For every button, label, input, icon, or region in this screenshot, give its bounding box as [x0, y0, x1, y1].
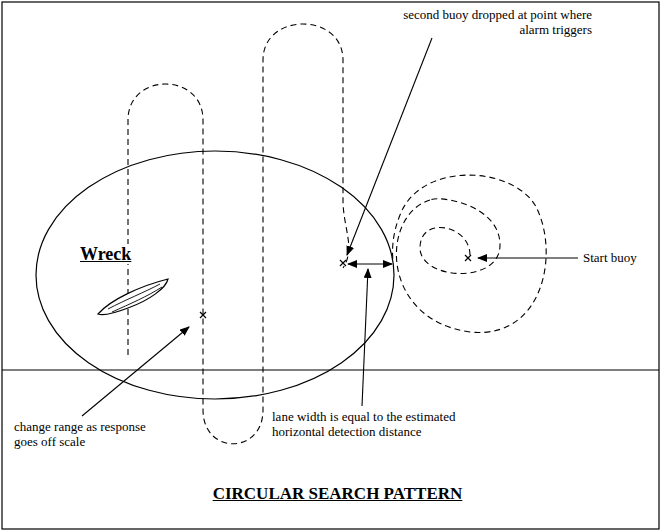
note-label: Start buoy: [583, 250, 657, 265]
note-label: change range as response goes off scale: [14, 419, 164, 449]
note-label: second buoy dropped at point where alarm…: [380, 7, 592, 37]
buoy-mark: [465, 255, 471, 261]
leader-line: [347, 38, 432, 255]
spiral-inner: [420, 199, 500, 274]
area-label: Wreck: [78, 244, 133, 264]
area-ellipse: [36, 151, 394, 399]
leader-line: [478, 257, 578, 258]
wreck-deck: [108, 284, 162, 312]
diagram-title: CIRCULAR SEARCH PATTERN: [190, 484, 485, 504]
wreck-hull: [98, 279, 168, 315]
range-mark: [200, 312, 206, 318]
leader-line: [82, 327, 189, 416]
lane-path: [128, 24, 349, 444]
area-outline: [35, 150, 395, 400]
leader-line: [362, 269, 368, 406]
note-label: lane width is equal to the estimated hor…: [272, 409, 497, 439]
search-area: Wreck: [35, 150, 395, 400]
spiral-outer: [393, 175, 547, 332]
buoy-mark: [340, 260, 346, 266]
dimension-arrow: [348, 263, 392, 264]
